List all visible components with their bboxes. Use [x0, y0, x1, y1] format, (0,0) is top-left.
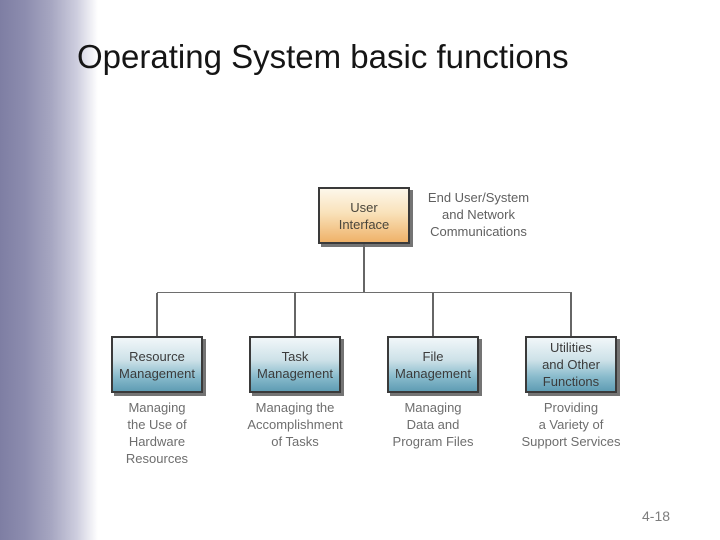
user-interface-box: User Interface — [318, 187, 410, 244]
resource-management-box: Resource Management — [111, 336, 203, 393]
end-user-system-caption: End User/System and Network Communicatio… — [427, 190, 530, 239]
connector-drop-utilities — [570, 293, 572, 337]
task-management-label: Task Management — [257, 348, 333, 381]
caption-task-management: Managing the Accomplishment of Tasks — [247, 400, 343, 449]
left-gradient-bar — [0, 0, 102, 540]
task-management-box: Task Management — [249, 336, 341, 393]
utilities-functions-box: Utilities and Other Functions — [525, 336, 617, 393]
connector-drop-file — [432, 293, 434, 337]
caption-utilities-functions: Providing a Variety of Support Services — [521, 400, 621, 449]
page-number: 4-18 — [642, 508, 671, 524]
slide-title: Operating System basic functions — [77, 38, 569, 75]
user-interface-label: User Interface — [338, 199, 390, 232]
file-management-label: File Management — [395, 348, 471, 381]
file-management-box: File Management — [387, 336, 479, 393]
connector-drop-resource — [156, 293, 158, 337]
caption-resource-management: Managing the Use of Hardware Resources — [125, 400, 189, 466]
connector-horizontal-rail — [157, 292, 572, 293]
resource-management-label: Resource Management — [119, 348, 195, 381]
connector-root-stub — [363, 244, 365, 292]
connector-drop-task — [294, 293, 296, 337]
caption-file-management: Managing Data and Program Files — [392, 400, 474, 449]
utilities-functions-label: Utilities and Other Functions — [542, 340, 600, 389]
